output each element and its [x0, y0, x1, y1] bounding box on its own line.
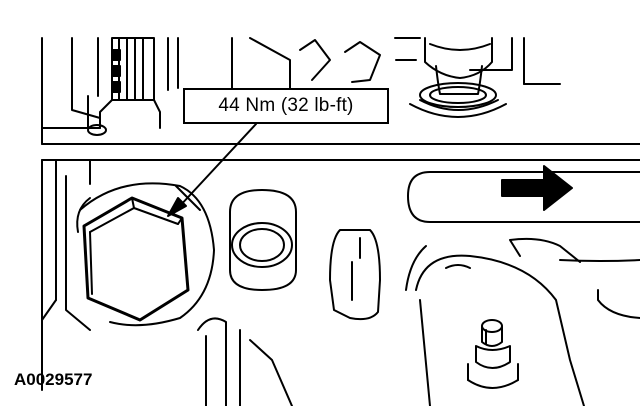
wiring-harness	[99, 37, 179, 129]
left-bracket	[41, 159, 91, 391]
upper-housing-outline	[41, 37, 640, 161]
upper-casting-ribs	[231, 37, 421, 93]
rivet-hole	[87, 124, 107, 136]
sensor-plug	[409, 37, 561, 118]
guide-slot	[407, 171, 640, 223]
arrow-right-icon	[501, 165, 573, 211]
threaded-stud	[467, 319, 519, 389]
callout-leader-arrow	[167, 123, 257, 217]
column-boss	[329, 229, 381, 321]
figure-number: A0029577	[14, 370, 93, 389]
hollow-dowel	[229, 189, 297, 291]
torque-callout: 44 Nm (32 lb-ft)	[183, 88, 389, 124]
hex-bolt	[82, 196, 190, 322]
lower-right-housing	[405, 237, 640, 406]
torque-specification-label: 44 Nm (32 lb-ft)	[218, 95, 354, 116]
lower-center-casting	[197, 317, 293, 406]
